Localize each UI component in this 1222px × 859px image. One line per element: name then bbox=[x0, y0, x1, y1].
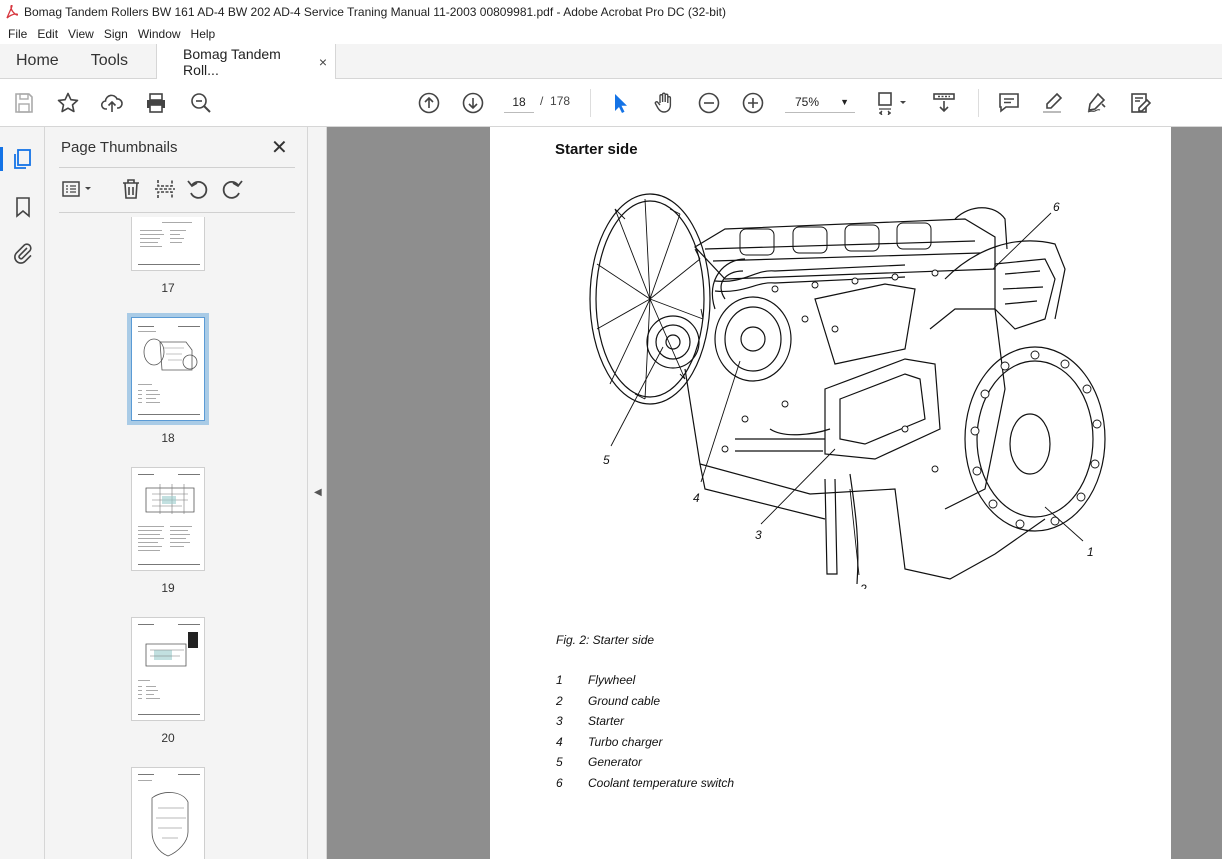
scroll-mode-icon[interactable] bbox=[932, 91, 956, 115]
panel-divider bbox=[59, 212, 295, 213]
highlighter-icon[interactable] bbox=[1040, 91, 1064, 115]
close-panel-icon[interactable]: ✕ bbox=[271, 137, 288, 159]
zoom-level-select[interactable]: 75% ▼ bbox=[785, 91, 855, 113]
menu-view[interactable]: View bbox=[68, 27, 94, 41]
figure-caption: Fig. 2: Starter side bbox=[556, 633, 655, 647]
menu-bar: File Edit View Sign Window Help bbox=[0, 24, 1222, 44]
callout-3: 3 bbox=[755, 528, 762, 542]
thumbnail-page-19[interactable] bbox=[131, 467, 205, 571]
tab-document-label: Bomag Tandem Roll... bbox=[183, 46, 281, 78]
page-fit-icon[interactable] bbox=[876, 91, 912, 115]
page-heading: Starter side bbox=[555, 141, 638, 158]
extract-pages-icon[interactable] bbox=[153, 177, 177, 201]
sign-pen-icon[interactable] bbox=[1084, 91, 1108, 115]
panel-splitter[interactable]: ◀ bbox=[307, 127, 327, 859]
chevron-down-icon: ▼ bbox=[840, 97, 849, 107]
page-thumbnails-panel: Page Thumbnails ✕ 17 bbox=[45, 127, 343, 859]
thumbnail-label: 20 bbox=[161, 731, 175, 745]
collapse-panel-icon[interactable]: ◀ bbox=[314, 487, 322, 498]
print-icon[interactable] bbox=[144, 91, 168, 115]
panel-title: Page Thumbnails bbox=[61, 139, 178, 156]
comment-icon[interactable] bbox=[997, 91, 1021, 115]
page-number-input[interactable]: 18 bbox=[504, 91, 534, 113]
tab-home[interactable]: Home bbox=[16, 52, 59, 69]
active-rail-indicator bbox=[0, 147, 3, 171]
thumbnail-engine-image bbox=[145, 632, 198, 667]
toolbar: 18 / 178 75% ▼ bbox=[0, 79, 1222, 127]
engine-illustration: 1 2 3 4 5 6 bbox=[589, 193, 1106, 589]
tab-tools[interactable]: Tools bbox=[90, 52, 129, 69]
toolbar-divider bbox=[978, 89, 979, 117]
tab-bar: Home Tools Bomag Tandem Roll... × bbox=[0, 44, 1222, 80]
page-thumbnails-icon[interactable] bbox=[11, 147, 35, 171]
bookmark-icon[interactable] bbox=[11, 195, 35, 219]
menu-window[interactable]: Window bbox=[137, 27, 181, 41]
previous-page-icon[interactable] bbox=[417, 91, 441, 115]
callout-5: 5 bbox=[603, 453, 610, 467]
title-bar: Bomag Tandem Rollers BW 161 AD-4 BW 202 … bbox=[0, 0, 1222, 24]
thumbnail-label: 18 bbox=[161, 431, 175, 445]
thumbnail-page-20[interactable] bbox=[131, 617, 205, 721]
thumbnail-page-18[interactable] bbox=[127, 313, 209, 425]
star-icon[interactable] bbox=[56, 91, 80, 115]
save-icon[interactable] bbox=[12, 91, 36, 115]
rotate-clockwise-icon[interactable] bbox=[220, 177, 244, 201]
thumbnail-label: 17 bbox=[161, 281, 175, 295]
options-menu-icon[interactable] bbox=[61, 177, 95, 201]
thumbnail-page-21[interactable] bbox=[131, 767, 205, 859]
close-tab-icon[interactable]: × bbox=[318, 54, 328, 70]
acrobat-icon bbox=[6, 5, 18, 19]
hand-tool-icon[interactable] bbox=[652, 91, 676, 115]
toolbar-divider bbox=[590, 89, 591, 117]
attachment-icon[interactable] bbox=[11, 241, 35, 265]
tab-document[interactable]: Bomag Tandem Roll... × bbox=[156, 44, 337, 80]
delete-page-icon[interactable] bbox=[119, 177, 143, 201]
callout-2: 2 bbox=[859, 582, 867, 589]
zoom-out-icon[interactable] bbox=[697, 91, 721, 115]
window-title: Bomag Tandem Rollers BW 161 AD-4 BW 202 … bbox=[24, 5, 726, 19]
thumbnail-engine-image bbox=[151, 792, 189, 857]
thumbnail-page-17[interactable] bbox=[131, 217, 205, 271]
rotate-counterclockwise-icon[interactable] bbox=[186, 177, 210, 201]
callout-1: 1 bbox=[1087, 545, 1094, 559]
next-page-icon[interactable] bbox=[461, 91, 485, 115]
zoom-in-icon[interactable] bbox=[741, 91, 765, 115]
callout-4: 4 bbox=[693, 491, 700, 505]
document-view[interactable]: Starter side bbox=[327, 127, 1222, 859]
page-total: / 178 bbox=[540, 94, 571, 108]
thumbnail-diagram-image bbox=[145, 484, 195, 514]
thumbnail-label: 19 bbox=[161, 581, 175, 595]
menu-sign[interactable]: Sign bbox=[103, 27, 128, 41]
menu-file[interactable]: File bbox=[8, 27, 28, 41]
upload-cloud-icon[interactable] bbox=[100, 91, 124, 115]
thumbnail-engine-image bbox=[143, 338, 198, 371]
panel-divider bbox=[59, 167, 295, 168]
callout-6: 6 bbox=[1053, 200, 1060, 214]
menu-help[interactable]: Help bbox=[190, 27, 216, 41]
menu-edit[interactable]: Edit bbox=[37, 27, 59, 41]
edit-pdf-icon[interactable] bbox=[1128, 91, 1152, 115]
select-cursor-icon[interactable] bbox=[608, 91, 632, 115]
left-navigation-rail bbox=[0, 127, 45, 859]
pdf-page: Starter side bbox=[490, 127, 1171, 859]
zoom-search-icon[interactable] bbox=[189, 91, 213, 115]
thumbnail-list: 17 18 19 bbox=[59, 217, 279, 859]
